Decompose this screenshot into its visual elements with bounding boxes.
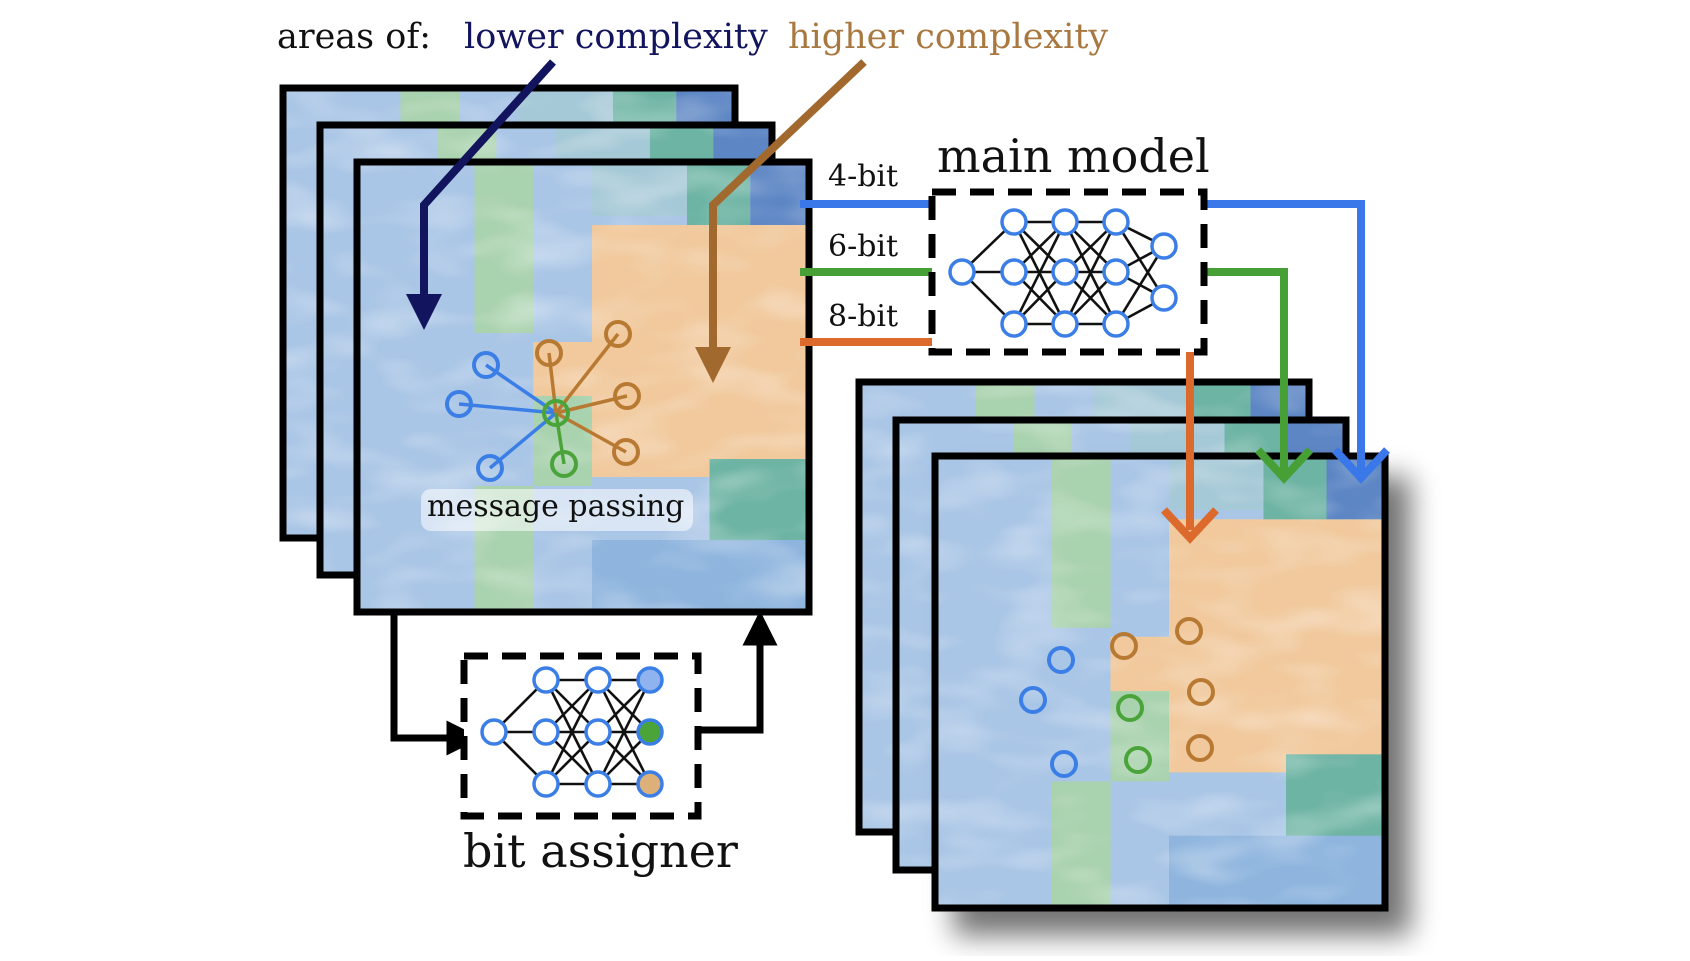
message-passing-label: message passing [427,489,684,524]
network-node [948,258,976,286]
graph-node [604,320,632,348]
output-frame-stack [855,378,1389,912]
route-6bit-arrowhead [1255,447,1313,484]
message-passing-graph [445,320,1215,778]
graph-node [472,351,500,379]
graph-node [612,438,640,466]
network-node [636,666,664,694]
graph-edge [554,332,620,415]
network-node [480,718,508,746]
network-edge [596,679,652,785]
graph-node [476,454,504,482]
network-edge [1012,221,1067,325]
output-graph-node [1116,694,1144,722]
legend-prefix: areas of: [277,17,431,57]
graph-node [613,382,641,410]
network-node [1102,310,1130,338]
route-4bit-arrowhead [1332,447,1390,484]
network-edge [1114,245,1166,325]
network-node [1102,258,1130,286]
network-node [584,770,612,798]
network-edge [1063,221,1118,325]
network-node [1051,310,1079,338]
route-6bit-out [1206,268,1288,476]
connectors [390,59,1390,756]
message-passing-label-bg [421,489,693,531]
network-node [1000,258,1028,286]
input-frame-front [353,158,813,616]
network-node [636,718,664,746]
input-frame-stack [279,84,813,616]
output-graph-node [1187,678,1215,706]
output-graph-node [1175,617,1203,645]
main-model-network [928,188,1208,356]
network-node [636,770,664,798]
network-node [1102,208,1130,236]
graph-node [445,390,473,418]
network-node [1150,284,1178,312]
frame-border [353,158,813,616]
network-node [1150,232,1178,260]
assigner-output-line [698,610,778,734]
frame-texture [935,456,1385,908]
frame-border [931,452,1389,912]
bit-label-6: 6-bit [828,229,898,264]
main-model-label: main model [937,129,1210,183]
output-graph-node [1186,734,1214,762]
graph-edge [554,412,566,465]
network-node [532,666,560,694]
output-frame-front [931,452,1389,912]
networks [460,188,1208,820]
graph-node [535,339,563,367]
output-graph-node [1019,686,1047,714]
frame-texture [357,162,809,612]
route-8bit-arrowhead [1161,507,1219,544]
output-graph-node [1110,632,1138,660]
network-node [1000,208,1028,236]
graph-edge [488,411,558,470]
network-node [532,718,560,746]
graph-edge [458,402,557,415]
network-node [584,718,612,746]
graph-hub-node [542,399,570,427]
network-node [1051,258,1079,286]
graph-edge [485,363,557,415]
output-graph-node [1050,750,1078,778]
output-graph-node [1124,746,1152,774]
network-node [1051,208,1079,236]
network-node [1000,310,1028,338]
low-complexity-pointer [406,59,556,330]
network-edge [544,679,600,785]
output-graph-node [1047,646,1075,674]
route-4bit-out [1206,200,1365,474]
graph-node [550,450,578,478]
network-node [584,666,612,694]
network-node [532,770,560,798]
bit-assigner-label: bit assigner [463,824,738,878]
bit-assigner-network [460,652,702,820]
legend-high-complexity: higher complexity [788,17,1108,57]
bit-label-8: 8-bit [828,299,898,334]
assigner-input-line [390,612,482,756]
high-complexity-pointer [695,59,867,383]
bit-label-4: 4-bit [828,159,898,194]
legend-low-complexity: lower complexity [464,17,768,57]
